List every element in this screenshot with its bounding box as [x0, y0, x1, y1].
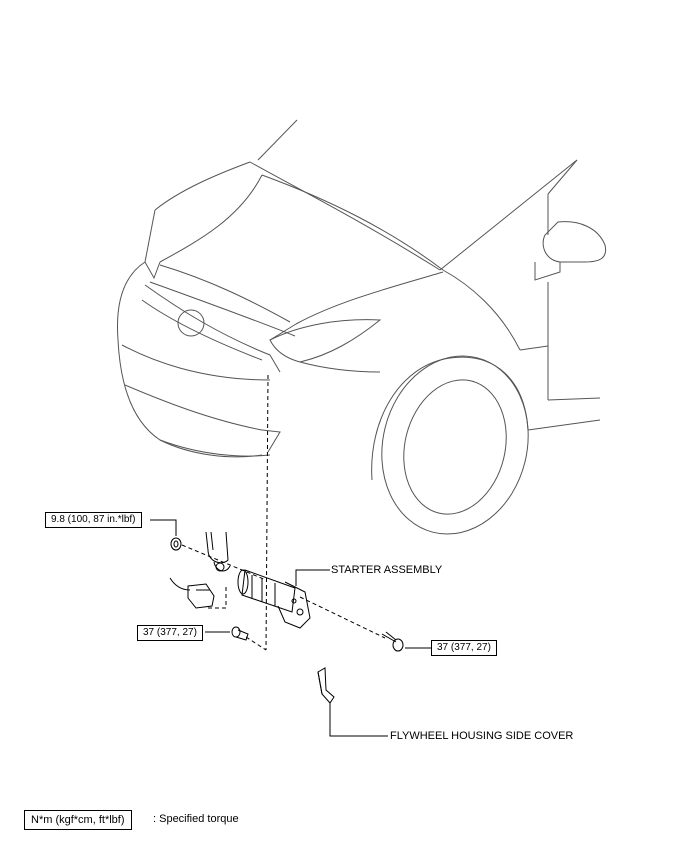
legend-unit-box: N*m (kgf*cm, ft*lbf) — [24, 810, 132, 830]
connector-part — [169, 577, 215, 609]
bolt-right-part — [381, 631, 404, 652]
bolt-left-part — [231, 626, 249, 641]
nut-part — [170, 537, 182, 551]
terminal-cable-part — [205, 531, 231, 572]
legend-description: : Specified torque — [153, 813, 239, 825]
starter-assembly-part — [237, 569, 311, 629]
flywheel-cover-part — [317, 667, 335, 704]
car-body-illustration — [116, 119, 607, 535]
torque-label-bolt-left: 37 (377, 27) — [137, 625, 203, 641]
flywheel-cover-label: FLYWHEEL HOUSING SIDE COVER — [390, 730, 574, 742]
torque-label-nut: 9.8 (100, 87 in.*lbf) — [45, 512, 142, 528]
torque-label-bolt-right: 37 (377, 27) — [431, 640, 497, 656]
starter-assembly-label: STARTER ASSEMBLY — [331, 564, 443, 576]
callout-lines — [150, 519, 432, 737]
